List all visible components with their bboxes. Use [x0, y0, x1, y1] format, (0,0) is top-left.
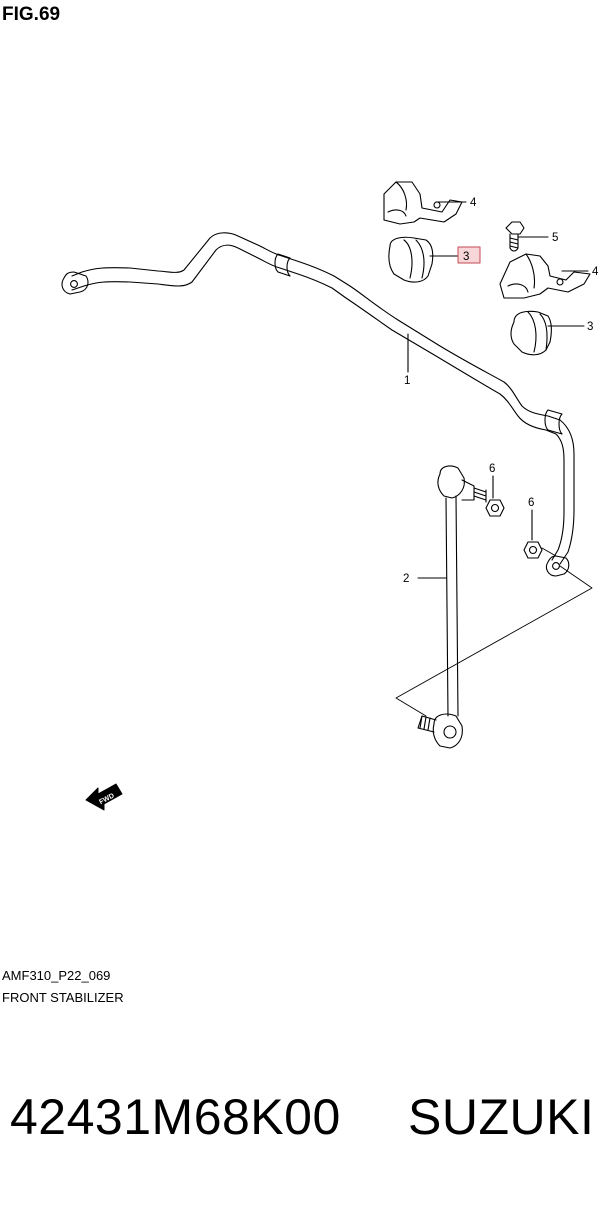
brand-name: SUZUKI: [408, 1089, 595, 1145]
fwd-arrow-icon: FWD: [85, 783, 123, 811]
stabilizer-bar[interactable]: [61, 232, 575, 577]
callout-highlight-box: [457, 246, 481, 264]
callout-3-lower: 3: [587, 321, 593, 333]
diagram-caption: FRONT STABILIZER: [2, 990, 124, 1005]
bushing-upper[interactable]: [388, 236, 434, 283]
callout-1: 1: [404, 375, 410, 387]
callout-5: 5: [552, 232, 558, 244]
figure-title: FIG.69: [2, 4, 61, 25]
part-number: 42431M68K00: [10, 1089, 341, 1145]
callout-3-highlighted[interactable]: 3: [463, 251, 469, 263]
callout-4-lower: 4: [592, 266, 599, 278]
bolt[interactable]: [505, 221, 525, 252]
bushing-lower[interactable]: [510, 310, 552, 356]
bracket-lower[interactable]: [499, 253, 591, 299]
callout-6-upper: 6: [489, 463, 495, 475]
stabilizer-link[interactable]: [417, 465, 487, 749]
nut-upper[interactable]: [485, 499, 505, 517]
nut-lower[interactable]: [523, 541, 543, 559]
diagram-code: AMF310_P22_069: [2, 968, 111, 983]
callout-6-lower: 6: [528, 497, 534, 509]
exploded-diagram: 4 5 3 4 3 1 6 6 2 FWD: [61, 181, 599, 811]
callout-4-upper: 4: [470, 197, 477, 209]
bracket-upper[interactable]: [383, 181, 463, 225]
callout-2: 2: [403, 573, 409, 585]
